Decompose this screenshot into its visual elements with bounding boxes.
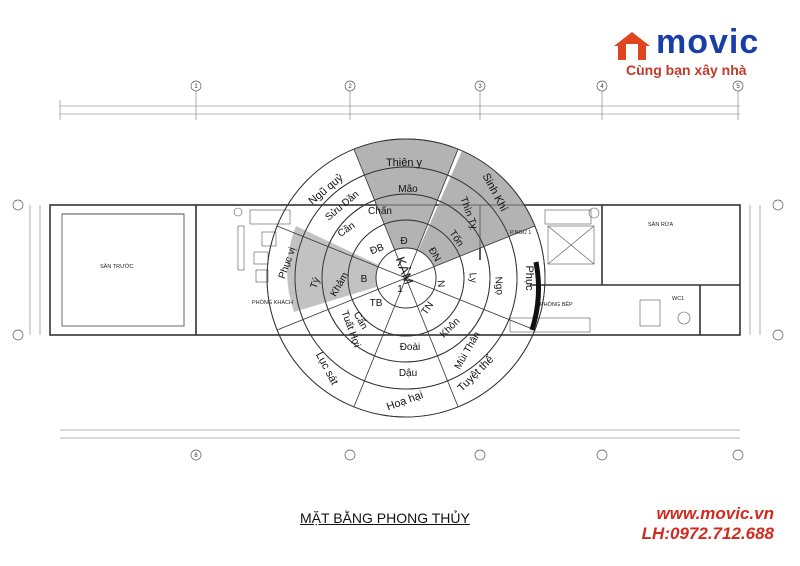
room-label-wc1: WC1 bbox=[672, 296, 684, 302]
outer-ring-label: Lục sát bbox=[313, 350, 340, 387]
top-dimensions bbox=[59, 86, 740, 120]
contact-phone: LH:0972.712.688 bbox=[641, 524, 774, 543]
inner-ring-label: Đ bbox=[400, 236, 407, 247]
drawing-caption: MẶT BẰNG PHONG THỦY bbox=[300, 510, 470, 526]
third-ring-label: Ly bbox=[467, 272, 479, 283]
room-label-p-ngu-1: P.NGỦ 1 bbox=[510, 229, 531, 236]
inner-ring-label: N bbox=[435, 280, 447, 288]
house-logo-icon bbox=[614, 32, 650, 60]
phuc-arc bbox=[529, 261, 541, 331]
third-ring-label: Khôn bbox=[438, 316, 462, 340]
inner-ring-label: ĐB bbox=[369, 242, 386, 257]
inner-ring-label: B bbox=[361, 274, 368, 285]
room-label-san-rua: SÂN RỬA bbox=[648, 221, 674, 228]
outer-ring-label: Hoạ hại bbox=[385, 389, 425, 413]
axis-label-3: 3 bbox=[478, 84, 482, 90]
inner-ring-label: Tý bbox=[309, 276, 323, 290]
room-label-phong-khach: PHÒNG KHÁCH bbox=[252, 299, 293, 306]
axis-label-6: 6 bbox=[194, 453, 198, 459]
third-ring-label: Đoài bbox=[400, 342, 421, 353]
brand-name: movic bbox=[656, 23, 760, 61]
axis-label-4: 4 bbox=[600, 84, 604, 90]
bottom-dimensions bbox=[60, 429, 740, 439]
axis-label-5: 5 bbox=[736, 84, 740, 90]
second-ring-label: Dậu bbox=[399, 368, 417, 379]
good-sectors bbox=[287, 138, 535, 312]
compass-spokes bbox=[276, 148, 536, 408]
second-ring-label: Mão bbox=[398, 184, 418, 195]
brand-slogan: Cùng bạn xây nhà bbox=[626, 62, 747, 78]
website-link[interactable]: www.movic.vn bbox=[656, 504, 774, 523]
axis-label-2: 2 bbox=[348, 84, 352, 90]
outer-ring-label: Phục bbox=[523, 265, 535, 291]
furniture bbox=[233, 207, 691, 333]
third-ring-label: Cần bbox=[335, 219, 357, 239]
room-label-phong-bep: PHÒNG BẾP bbox=[540, 301, 573, 308]
left-dimensions bbox=[29, 205, 761, 335]
outer-ring-label: Thiên y bbox=[386, 157, 423, 169]
third-ring-label: Chấn bbox=[368, 205, 392, 217]
front-yard-frame bbox=[61, 213, 185, 327]
inner-ring-label: TB bbox=[370, 298, 383, 309]
room-label-san-truoc: SÂN TRƯỚC bbox=[100, 263, 133, 270]
grid-axis-markers bbox=[12, 80, 784, 461]
center-number: 1 bbox=[397, 284, 403, 295]
second-ring-label: Ngọ bbox=[492, 276, 505, 296]
axis-label-1: 1 bbox=[194, 84, 198, 90]
brand-logo: movic Cùng bạn xây nhà bbox=[612, 23, 782, 80]
